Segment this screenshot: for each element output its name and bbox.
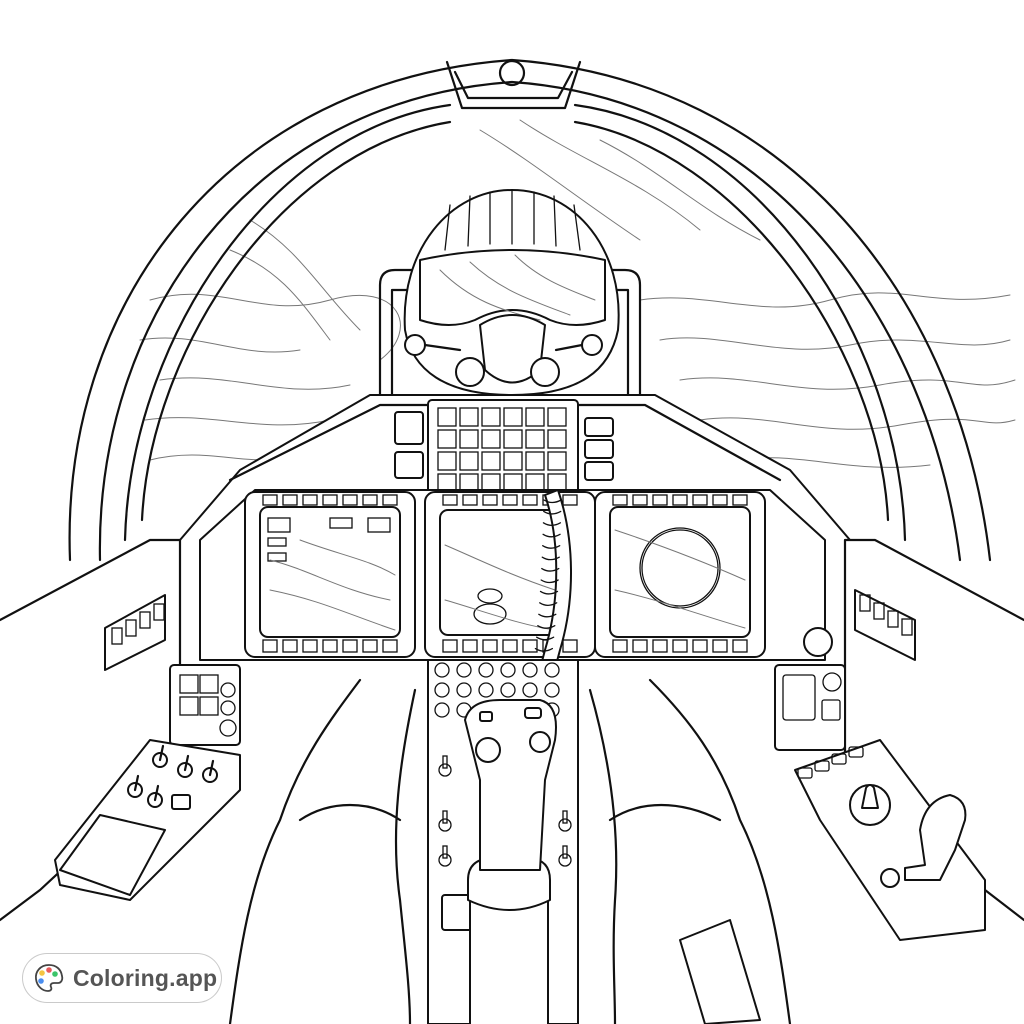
brand-label: Coloring.app xyxy=(73,964,218,991)
palette-dot-green xyxy=(52,971,58,977)
instrument-panel xyxy=(199,489,826,661)
control-stick xyxy=(464,699,557,1024)
palette-dot-red xyxy=(46,967,52,973)
palette-icon xyxy=(35,964,64,992)
pilot-helmet xyxy=(403,189,620,396)
palette-dot-blue xyxy=(38,978,44,984)
canopy-frame xyxy=(68,58,992,562)
pilot-legs xyxy=(228,678,792,1024)
right-console xyxy=(774,538,1024,941)
coloring-app-watermark[interactable]: Coloring.app xyxy=(22,953,222,1003)
left-console xyxy=(0,538,241,922)
palette-dot-yellow xyxy=(39,970,45,976)
up-front-keypad xyxy=(394,399,614,501)
